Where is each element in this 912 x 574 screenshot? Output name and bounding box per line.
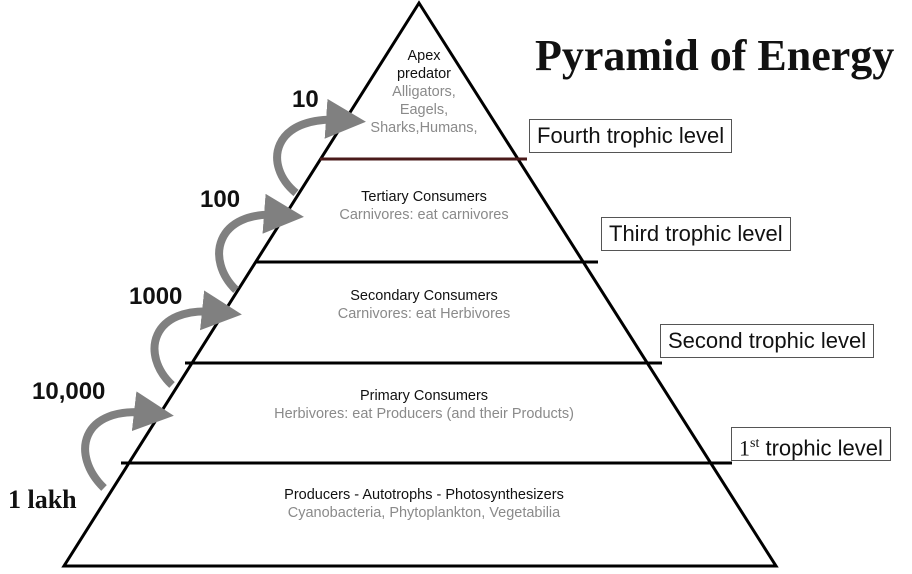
level-box-first: 1st trophic level xyxy=(731,427,891,461)
level-label-first-text: trophic level xyxy=(759,435,883,461)
tier-producers: Producers - Autotrophs - Photosynthesize… xyxy=(284,486,564,522)
level-box-third: Third trophic level xyxy=(601,217,791,251)
page-title: Pyramid of Energy xyxy=(535,31,895,80)
energy-label-10000: 10,000 xyxy=(32,378,106,405)
tier-apex-predator: Apex predator Alligators, Eagels, Sharks… xyxy=(370,47,477,137)
tier-desc-line2: Eagels, xyxy=(399,102,449,118)
tier-primary-consumers: Primary Consumers Herbivores: eat Produc… xyxy=(274,387,574,423)
level-label-first-number: 1 xyxy=(739,435,750,461)
level-label-third: Third trophic level xyxy=(609,221,783,246)
energy-arrow-3 xyxy=(215,193,304,293)
energy-arrow-4 xyxy=(273,98,366,197)
level-box-fourth: Fourth trophic level xyxy=(529,119,733,153)
energy-arrow-2 xyxy=(150,290,242,388)
level-box-second: Second trophic level xyxy=(660,324,875,358)
energy-label-1000: 1000 xyxy=(129,283,183,310)
energy-label-10: 10 xyxy=(292,86,319,113)
tier-tertiary-consumers: Tertiary Consumers Carnivores: eat carni… xyxy=(339,188,508,224)
tier-name-line1: Apex xyxy=(407,48,441,64)
level-label-fourth: Fourth trophic level xyxy=(537,123,725,148)
energy-arrow-1 xyxy=(81,391,174,491)
tier-name: Primary Consumers xyxy=(359,388,489,404)
tier-name: Tertiary Consumers xyxy=(361,189,487,205)
level-label-second: Second trophic level xyxy=(668,328,867,353)
tier-desc-line3: Sharks,Humans, xyxy=(370,120,478,136)
tier-name-line2: predator xyxy=(396,66,451,82)
tier-desc: Cyanobacteria, Phytoplankton, Vegetabili… xyxy=(287,505,561,521)
tier-desc: Herbivores: eat Producers (and their Pro… xyxy=(274,406,574,422)
level-label-first-sup: st xyxy=(750,436,760,451)
tier-desc: Carnivores: eat Herbivores xyxy=(337,306,511,322)
energy-label-1-lakh: 1 lakh xyxy=(8,485,77,514)
pyramid-outline xyxy=(61,0,779,568)
tier-name: Producers - Autotrophs - Photosynthesize… xyxy=(284,487,564,503)
tier-desc: Carnivores: eat carnivores xyxy=(339,207,509,223)
energy-label-100: 100 xyxy=(200,186,241,213)
tier-name: Secondary Consumers xyxy=(350,288,498,304)
tier-secondary-consumers: Secondary Consumers Carnivores: eat Herb… xyxy=(338,287,510,323)
tier-desc-line1: Alligators, xyxy=(392,84,456,100)
